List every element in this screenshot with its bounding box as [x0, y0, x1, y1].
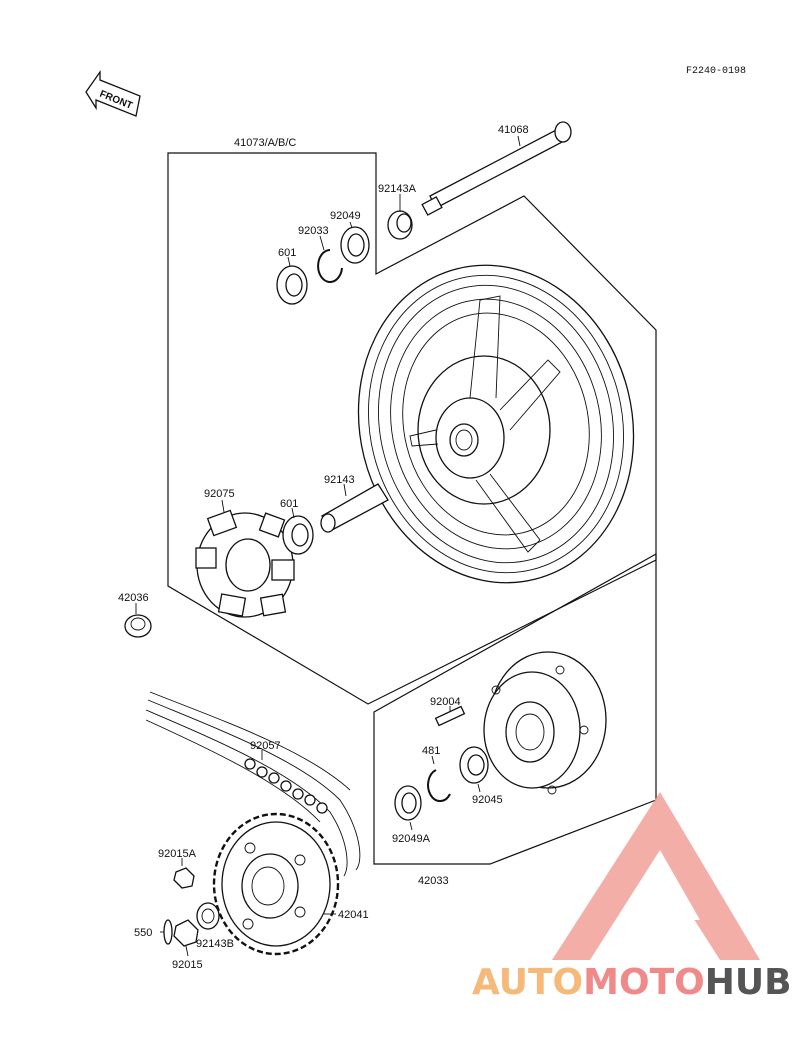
part-42036: [124, 614, 152, 638]
wheel-rim: [357, 264, 635, 584]
wheel-assembly-outline: [167, 152, 657, 705]
label-92004: 92004: [430, 696, 461, 708]
oil-seal-92049A: [394, 785, 422, 821]
oil-seal-92049: [340, 226, 370, 264]
axle-part: [421, 121, 572, 216]
label-42033: 42033: [418, 875, 449, 887]
watermark-moto: MOTO: [583, 962, 705, 1003]
label-601-lower: 601: [280, 498, 298, 510]
hub-assembly-outline: [373, 552, 657, 865]
label-92049: 92049: [330, 210, 361, 222]
watermark-text: AUTOMOTOHUB: [472, 962, 792, 1003]
sprocket-hub: [483, 651, 607, 795]
label-42041: 42041: [338, 909, 369, 921]
circlip-92033: [317, 249, 343, 283]
bearing-92045: [459, 746, 489, 784]
label-92015: 92015: [172, 959, 203, 971]
watermark-logo: AUTOMOTOHUB: [472, 792, 792, 1003]
label-550: 550: [134, 927, 152, 939]
label-92143: 92143: [324, 474, 355, 486]
watermark-auto: AUTO: [472, 962, 583, 1003]
label-481: 481: [422, 745, 440, 757]
watermark-hub: HUB: [705, 962, 792, 1003]
label-41068: 41068: [498, 124, 529, 136]
rear-sprocket: [212, 812, 340, 956]
label-92033: 92033: [298, 225, 329, 237]
drive-chain: [145, 691, 361, 877]
label-41073: 41073/A/B/C: [234, 137, 296, 149]
damper-92075: [195, 509, 295, 618]
collar-92143B: [196, 902, 220, 930]
label-42036: 42036: [118, 592, 149, 604]
circlip-481: [427, 769, 451, 803]
label-92049A: 92049A: [392, 833, 431, 845]
diagram-code: F2240-0198: [686, 66, 746, 77]
bearing-601-lower: [282, 515, 314, 555]
label-92143A: 92143A: [378, 183, 417, 195]
nut-92015A: [173, 867, 195, 889]
bearing-601-upper: [276, 265, 308, 305]
collar-92143A: [387, 210, 413, 240]
washer-550: [163, 919, 173, 945]
label-92143B: 92143B: [196, 938, 234, 950]
label-92057: 92057: [250, 740, 281, 752]
nut-92015: [173, 919, 199, 947]
label-92075: 92075: [204, 488, 235, 500]
stud-92004: [434, 705, 466, 727]
front-arrow-icon: FRONT: [85, 69, 141, 117]
collar-92143: [320, 483, 389, 533]
label-601-upper: 601: [278, 247, 296, 259]
label-92045: 92045: [472, 794, 503, 806]
label-92015A: 92015A: [158, 848, 197, 860]
